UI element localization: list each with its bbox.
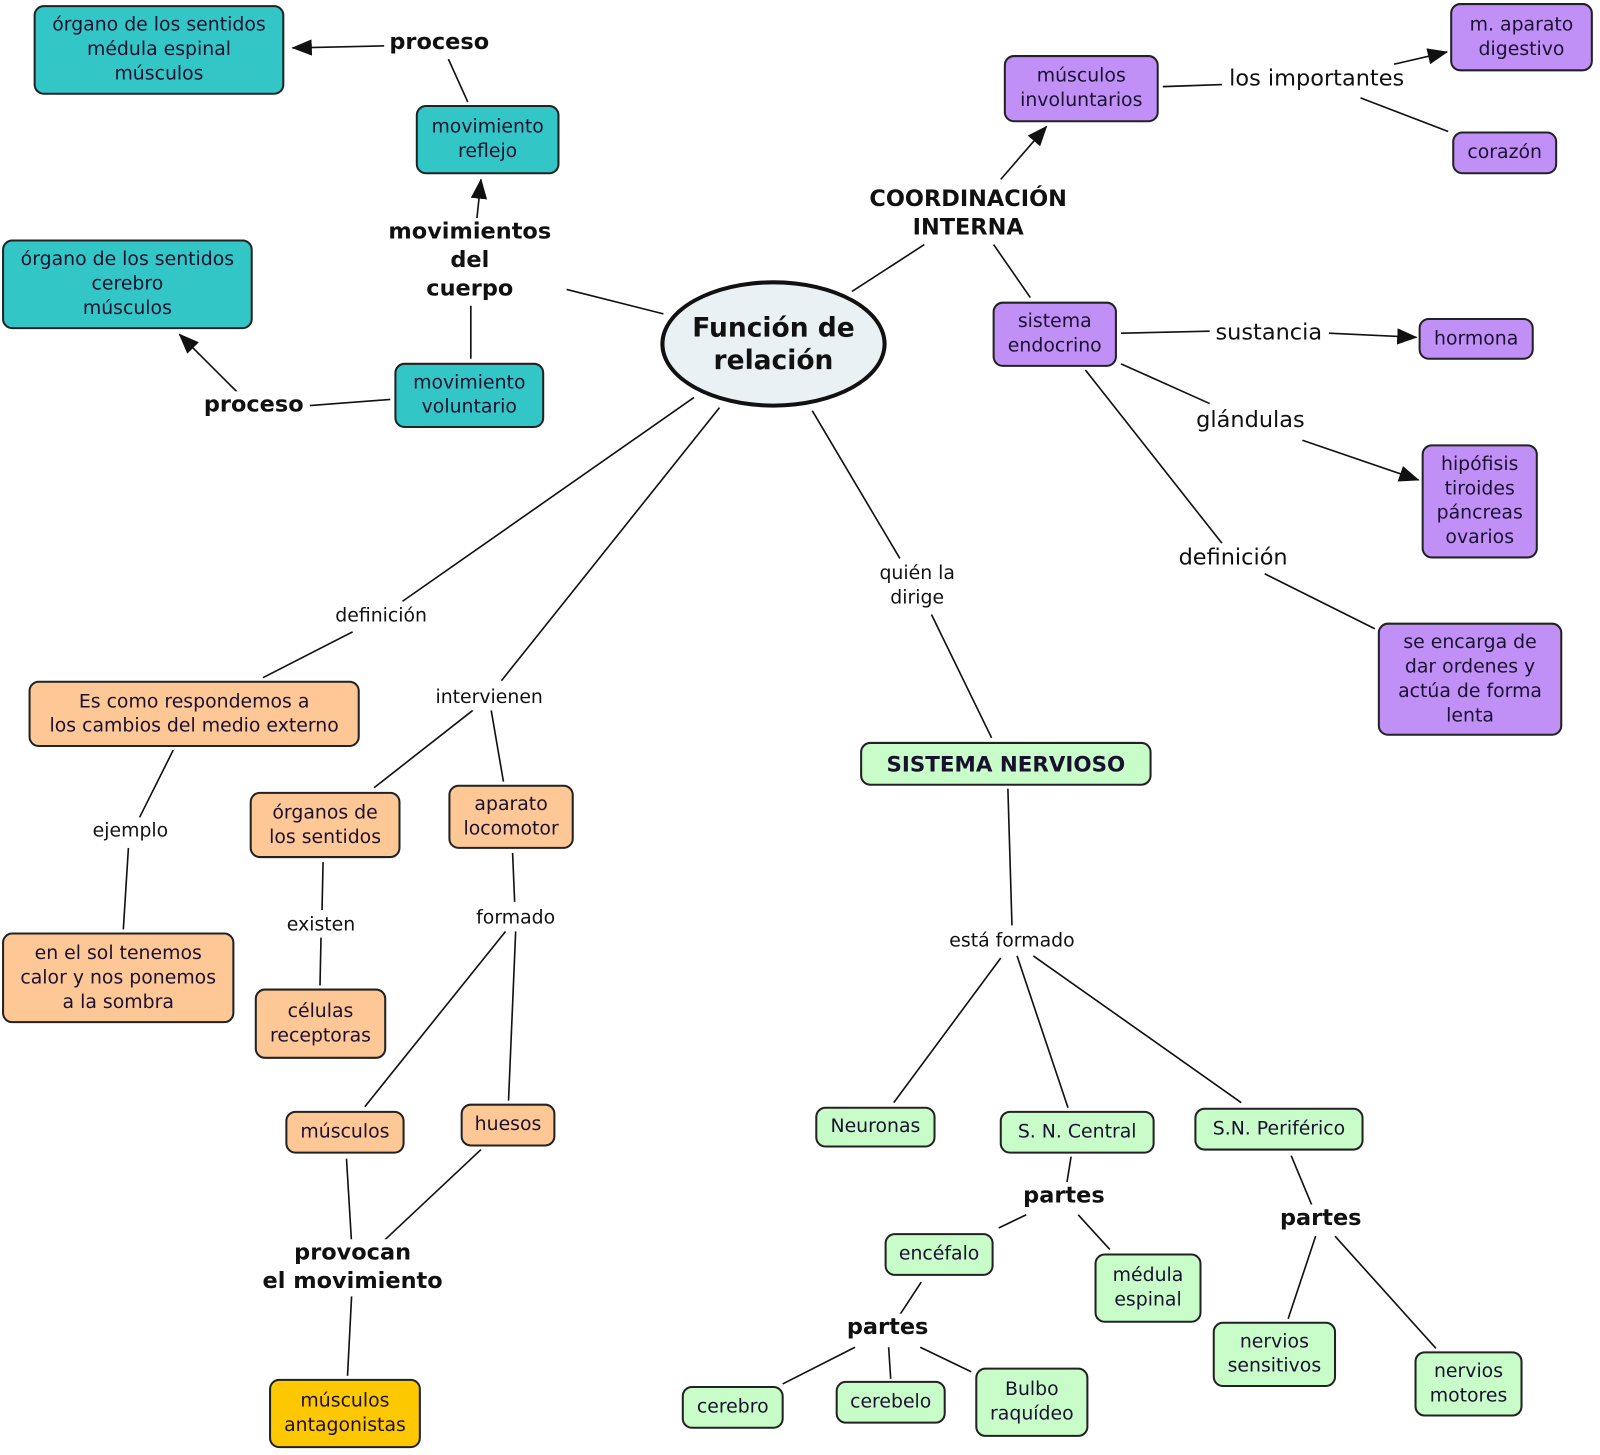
node-definicion-text[interactable]: Es como respondemos a los cambios del me…: [28, 680, 360, 748]
link-existen: existen: [284, 913, 358, 938]
node-cerebelo[interactable]: cerebelo: [835, 1380, 946, 1424]
link-partes-periferico: partes: [1277, 1204, 1364, 1234]
node-aparato-locomotor[interactable]: aparato locomotor: [448, 784, 574, 849]
node-sistema-nervioso[interactable]: SISTEMA NERVIOSO: [860, 741, 1152, 786]
link-partes-central: partes: [1021, 1182, 1107, 1211]
node-celulas-receptoras[interactable]: células receptoras: [254, 988, 387, 1059]
node-voluntary-organs[interactable]: órgano de los sentidos cerebro músculos: [2, 239, 253, 330]
node-reflex-organs[interactable]: órgano de los sentidos médula espinal mú…: [33, 5, 285, 95]
node-sistema-endocrino[interactable]: sistema endocrino: [992, 301, 1117, 367]
link-intervienen: intervienen: [433, 685, 545, 711]
link-proceso-reflejo: proceso: [387, 28, 492, 58]
node-endocrino-definicion[interactable]: se encarga de dar ordenes y actúa de for…: [1377, 622, 1563, 736]
node-sn-central[interactable]: S. N. Central: [999, 1110, 1155, 1154]
link-los-importantes: los importantes: [1227, 67, 1407, 92]
node-sn-periferico[interactable]: S.N. Periférico: [1194, 1107, 1364, 1151]
node-organos-sentidos[interactable]: órganos de los sentidos: [249, 791, 401, 859]
node-cerebro[interactable]: cerebro: [681, 1385, 784, 1429]
node-nervios-motores[interactable]: nervios motores: [1414, 1351, 1523, 1417]
node-bulbo-raquideo[interactable]: Bulbo raquídeo: [975, 1367, 1089, 1437]
node-movimiento-reflejo[interactable]: movimiento reflejo: [415, 104, 560, 175]
node-movimiento-voluntario[interactable]: movimiento voluntario: [394, 362, 545, 429]
link-formado: formado: [474, 905, 558, 931]
central-concept[interactable]: Función de relación: [660, 280, 887, 408]
link-glandulas: glándulas: [1194, 408, 1307, 434]
link-coordinacion-interna: COORDINACIÓN INTERNA: [867, 185, 1069, 243]
node-glandulas-list[interactable]: hipófisis tiroides páncreas ovarios: [1421, 444, 1538, 559]
link-partes-encefalo: partes: [844, 1313, 931, 1343]
node-musculos-antagonistas[interactable]: músculos antagonistas: [269, 1378, 421, 1449]
link-sustancia: sustancia: [1213, 321, 1325, 346]
node-hormona[interactable]: hormona: [1418, 317, 1534, 360]
link-ejemplo: ejemplo: [90, 819, 171, 844]
link-provocan-el-movimiento: provocan el movimiento: [260, 1239, 445, 1297]
link-movimientos-del-cuerpo: movimientos del cuerpo: [386, 218, 554, 304]
node-ejemplo-text[interactable]: en el sol tenemos calor y nos ponemos a …: [2, 932, 235, 1024]
node-huesos[interactable]: huesos: [460, 1103, 556, 1147]
link-definicion-endocrino: definición: [1176, 546, 1290, 571]
node-musculos-involuntarios[interactable]: músculos involuntarios: [1003, 55, 1159, 123]
node-medula-espinal[interactable]: médula espinal: [1094, 1253, 1202, 1323]
link-quien-la-dirige: quién la dirige: [877, 561, 957, 611]
node-neuronas[interactable]: Neuronas: [815, 1106, 936, 1148]
node-aparato-digestivo[interactable]: m. aparato digestivo: [1450, 3, 1593, 72]
node-encefalo[interactable]: encéfalo: [884, 1233, 994, 1276]
node-musculos[interactable]: músculos: [285, 1110, 405, 1154]
node-corazon[interactable]: corazón: [1452, 131, 1558, 175]
link-proceso-voluntario: proceso: [201, 391, 306, 420]
link-definicion: definición: [333, 604, 430, 629]
node-nervios-sensitivos[interactable]: nervios sensitivos: [1212, 1321, 1337, 1387]
link-esta-formado: está formado: [947, 929, 1077, 954]
